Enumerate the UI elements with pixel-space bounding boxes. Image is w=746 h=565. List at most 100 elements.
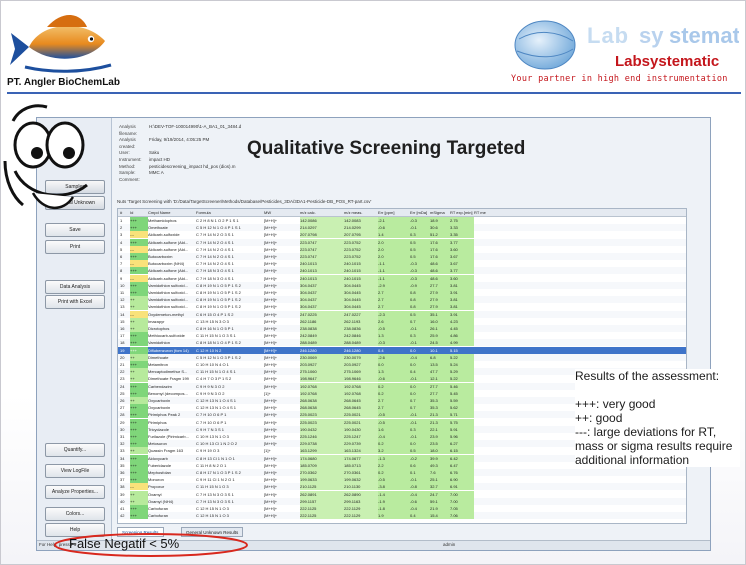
table-cell: 40	[120, 498, 125, 504]
table-cell: 262.1186	[300, 317, 344, 325]
table-cell: -0.1	[410, 476, 430, 484]
help-button[interactable]: Help	[45, 523, 105, 537]
table-cell: -0.3	[410, 274, 430, 282]
tab-screening-results[interactable]: Screening Results	[117, 527, 164, 537]
table-cell: 47.7	[430, 368, 450, 376]
table-cell: C 7 H 18 N 3 O 4 S 1	[196, 275, 234, 281]
column-header[interactable]: m/z calc.	[300, 210, 316, 215]
table-cell: [M+H]+	[264, 311, 278, 317]
save-button[interactable]: Save	[45, 223, 105, 237]
table-row[interactable]: 12++Vamidothion sulfoxid...C 8 H 19 N 1 …	[118, 296, 686, 304]
column-header[interactable]: Formula	[196, 210, 211, 215]
table-cell: 210.1130	[344, 483, 378, 491]
table-cell: 3.60	[450, 274, 474, 282]
results-table[interactable]: # Id Cmpd Name Formula MW m/z calc. m/z meas. E…	[117, 208, 687, 524]
table-cell: 7.00	[450, 490, 474, 498]
table-cell: 30.6	[430, 224, 450, 232]
colors-button[interactable]: Colors...	[45, 507, 105, 521]
table-row[interactable]: 40++Oxamyl (NH4)C 7 H 13 N 3 O 3 S 1[M+H…	[118, 497, 686, 505]
table-cell: [M+H]+	[264, 239, 278, 245]
table-row[interactable]: 25+++Benomyl (decompos...C 9 H 9 N 3 O 2…	[118, 389, 686, 397]
table-cell: 21.9	[430, 505, 450, 512]
table-cell: Monuron	[148, 477, 164, 483]
table-cell: 2.0	[378, 238, 410, 246]
table-row[interactable]: 13++Vamidothion sulfoxid...C 8 H 19 N 1 …	[118, 303, 686, 311]
table-cell: 0.0	[410, 382, 430, 390]
table-cell: -0.5	[378, 325, 410, 332]
data-analysis-button[interactable]: Data Analysis	[45, 280, 105, 294]
table-row[interactable]: 22++Mercaptodimethur S...C 11 H 15 N 1 O…	[118, 368, 686, 376]
table-cell: 240.1013	[300, 274, 344, 282]
column-header[interactable]: mSigma	[430, 210, 445, 215]
table-cell: 225.0023	[300, 418, 344, 426]
table-row[interactable]: 10+++Vamidothion sulfoxid...C 8 H 19 N 1…	[118, 281, 686, 289]
table-cell: 5.29	[450, 368, 474, 376]
table-cell: -0.5	[378, 411, 410, 419]
table-cell: 5.59	[450, 397, 474, 404]
column-header[interactable]: Cmpd Name	[148, 210, 171, 215]
table-row[interactable]: 31+++Furilazole (Pirimicarb...C 10 H 13 …	[118, 433, 686, 440]
column-header[interactable]: #	[120, 210, 123, 215]
table-cell: 22.1	[430, 425, 450, 433]
table-cell: [M+H]+	[264, 347, 278, 353]
info-key: Instrument:	[119, 156, 142, 162]
table-row[interactable]: 11+++Vamidothion sulfoxid...C 8 H 19 N 1…	[118, 289, 686, 296]
column-header[interactable]: m/z meas.	[344, 210, 363, 215]
table-cell: 0.2	[378, 382, 410, 390]
table-cell: 16	[120, 326, 125, 331]
table-row[interactable]: 5---Aldicarb-sulfone (Ald...C 7 H 14 N 2…	[118, 245, 686, 253]
quantify-button[interactable]: Quantify...	[45, 443, 105, 457]
table-cell: C 10 H 13 Cl 1 N 2 O 2	[196, 441, 238, 447]
brand-name: Labsystematic	[615, 53, 720, 70]
analyze-properties-button[interactable]: Analyze Properties...	[45, 485, 105, 499]
view-logfile-button[interactable]: View LogFile	[45, 464, 105, 478]
table-row[interactable]: 9---Aldicarb-sulfone (Ald...C 7 H 18 N 3…	[118, 274, 686, 282]
column-header[interactable]: Err [ppm]	[378, 210, 395, 215]
column-header[interactable]: RT me	[474, 210, 486, 215]
print-button[interactable]: Print	[45, 240, 105, 254]
table-row[interactable]: 8+++Aldicarb-sulfone (Ald...C 7 H 18 N 3…	[118, 267, 686, 275]
table-row[interactable]: 4+++Aldicarb-sulfone (Ald...C 7 H 14 N 2…	[118, 238, 686, 246]
print-with-excel-button[interactable]: Print with Excel	[45, 295, 105, 309]
info-value: impact HD	[149, 156, 171, 162]
table-cell: 30	[120, 426, 125, 432]
table-cell: 13	[120, 304, 125, 310]
table-cell: Methamidophos	[148, 218, 177, 223]
table-cell: [M+H]+	[264, 398, 278, 403]
column-header[interactable]: RT exp.[min]	[450, 210, 473, 215]
table-row[interactable]: 19+++Diflubenzuron (fom 14)C 12 H 10 N 2…	[118, 346, 686, 354]
column-header[interactable]: Err [mDa]	[410, 210, 428, 215]
table-row[interactable]: 7---Butocarboxim (NH4)C 7 H 14 N 2 O 4 S…	[118, 260, 686, 268]
column-header[interactable]: Id	[130, 210, 134, 215]
column-header[interactable]: MW	[264, 210, 272, 215]
table-cell: 0.5	[410, 253, 430, 260]
